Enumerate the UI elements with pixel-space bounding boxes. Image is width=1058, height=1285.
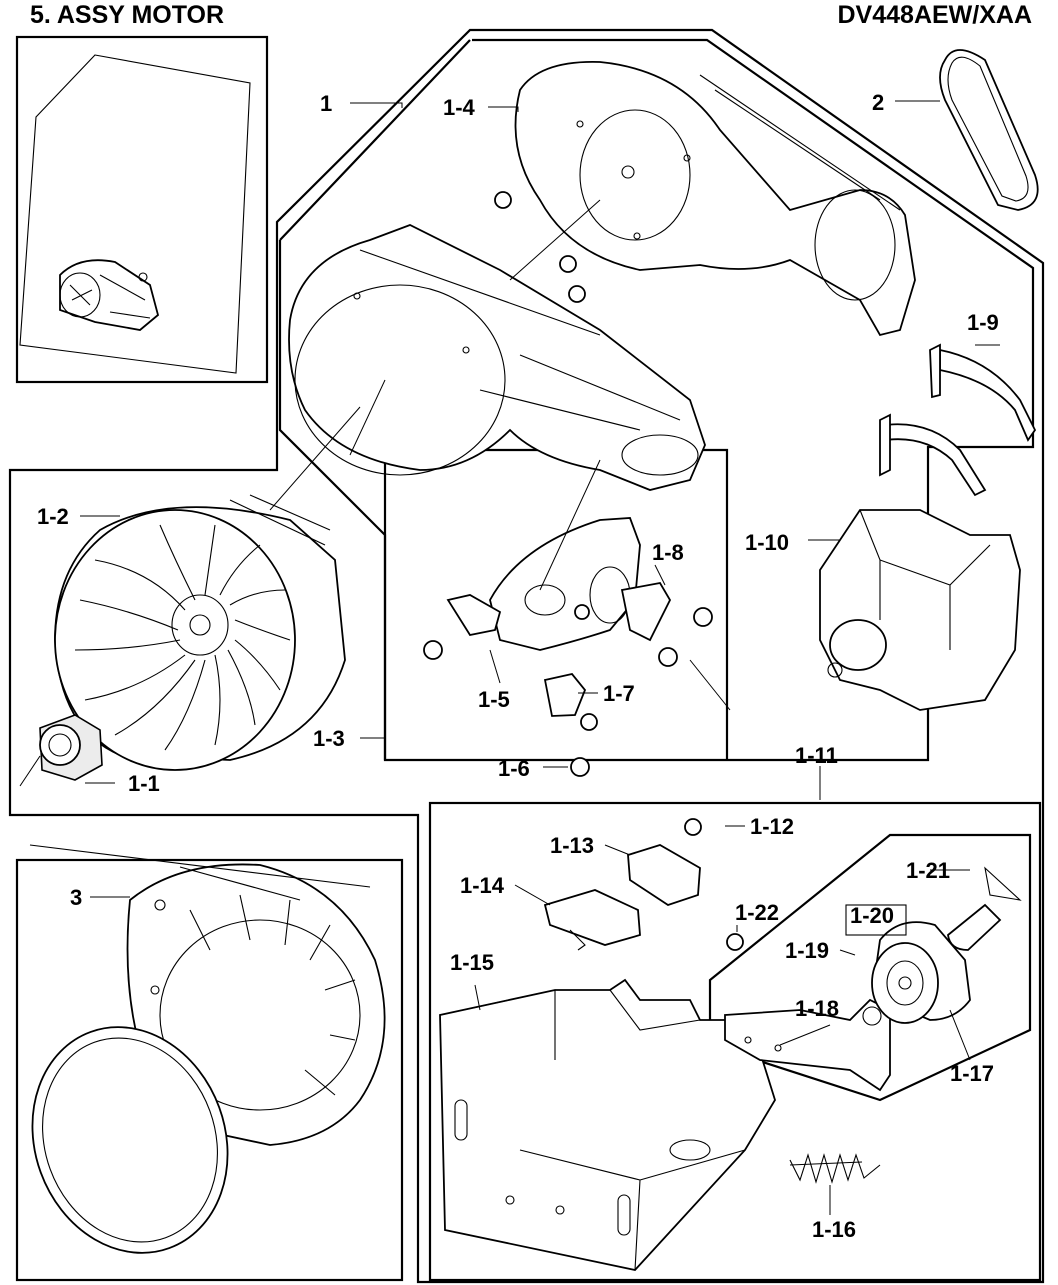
callout-1-4: 1-4: [443, 95, 476, 120]
drive-belt-icon: [939, 49, 1039, 211]
callout-1-16: 1-16: [812, 1217, 856, 1242]
callout-1-20: 1-20: [850, 903, 894, 928]
callout-1-21: 1-21: [906, 858, 950, 883]
duct-leader: [29, 844, 371, 901]
base-bracket-icon: [439, 978, 776, 1271]
gasket-icon: [31, 1026, 229, 1254]
callout-1-15: 1-15: [450, 950, 494, 975]
switch-cam-icon: [543, 889, 641, 951]
model-number: DV448AEW/XAA: [837, 1, 1033, 29]
callout-3: 3: [70, 885, 82, 910]
callout-1-10: 1-10: [745, 530, 789, 555]
overview-thumbnail: [15, 35, 269, 384]
drive-motor-icon: [819, 509, 1021, 711]
section-title: 5. ASSY MOTOR: [30, 1, 225, 29]
callout-1-14: 1-14: [460, 873, 505, 898]
micro-switch-icon: [627, 818, 702, 906]
duct-frame: [15, 858, 404, 1282]
callout-1-13: 1-13: [550, 833, 594, 858]
callout-labels: 1 1-4 2 1-9 1-2 1-10 1-8 1-7 1-5 1-3 1-6…: [37, 90, 999, 1242]
callout-1-19: 1-19: [785, 938, 829, 963]
motor-nut-icon: [39, 714, 103, 781]
blower-housing-rear: [514, 61, 916, 337]
motor-support-cover: [446, 517, 672, 717]
idler-bracket-icon: [724, 998, 891, 1092]
callout-1-1: 1-1: [128, 771, 160, 796]
thumbnail-blower-icon: [59, 259, 160, 331]
callout-2: 2: [872, 90, 884, 115]
callout-1-12: 1-12: [750, 814, 794, 839]
callout-1-7: 1-7: [603, 681, 635, 706]
callout-1-20-box: [845, 904, 907, 936]
screws-1-4: [494, 191, 586, 303]
callout-1-11: 1-11: [795, 743, 838, 768]
idler-group-frame: [428, 801, 1042, 1282]
assembly-1-boundary: [8, 28, 1045, 1284]
idler-shaft-icon: [947, 866, 1022, 951]
blower-housing-front: [288, 224, 706, 491]
idler-pulley-icon: [871, 921, 971, 1024]
idler-subframe-1-17: [708, 833, 1032, 1102]
screws-1-5-1-6: [423, 604, 713, 777]
callout-1-6: 1-6: [498, 756, 530, 781]
motor-clamp-icon: [879, 343, 1037, 497]
leader-lines: [19, 100, 1000, 1215]
screw-1-22: [726, 933, 744, 951]
spring-icon: [789, 1153, 881, 1184]
callout-1: 1: [320, 91, 332, 116]
callout-1-22: 1-22: [735, 900, 779, 925]
callout-1-17: 1-17: [950, 1061, 994, 1086]
callout-1-5: 1-5: [478, 687, 510, 712]
callout-1-9: 1-9: [967, 310, 999, 335]
callout-1-8: 1-8: [652, 540, 684, 565]
sub-frame-1-3: [278, 39, 471, 760]
callout-1-3: 1-3: [313, 726, 345, 751]
blower-impeller-icon: [54, 494, 346, 771]
callout-1-18: 1-18: [795, 996, 839, 1021]
callout-1-2: 1-2: [37, 504, 69, 529]
